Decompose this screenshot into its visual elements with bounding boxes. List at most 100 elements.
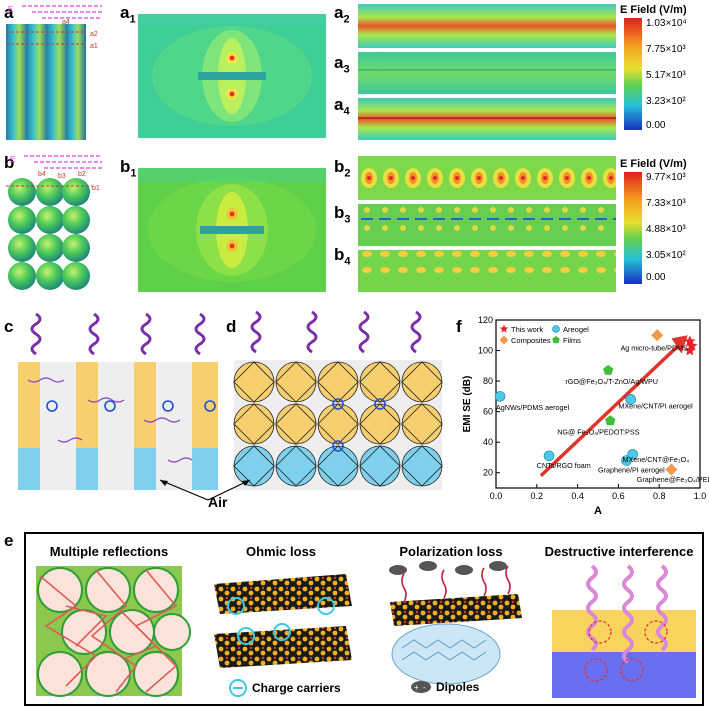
x-tick-label: 0.2 <box>531 491 544 501</box>
panel-label-b: b <box>4 153 15 172</box>
dipole-icon: +- <box>411 681 431 693</box>
colorbar-a-title: E Field (V/m) <box>620 4 687 16</box>
colorbar-b-tick: 3.05×10² <box>646 250 686 261</box>
y-axis-label: EMI SE (dB) <box>462 376 473 433</box>
model-label: b4 <box>38 171 46 178</box>
point-annotation: Ag micro-tube/PDMS <box>620 344 688 353</box>
legend-label: Areogel <box>563 325 589 334</box>
data-point <box>686 340 698 351</box>
y-tick-label: 100 <box>478 346 493 356</box>
model-label: b3 <box>58 173 66 180</box>
x-tick-label: 0.0 <box>490 491 503 501</box>
e-field-label: E <box>8 5 13 14</box>
point-annotation: AgNWs/PDMS aerogel <box>496 403 569 412</box>
x-tick-label: 0.4 <box>571 491 584 501</box>
point-annotation: Graphene/PI aerogel <box>598 466 665 475</box>
data-point <box>651 329 664 342</box>
legend-marker <box>552 336 560 344</box>
data-point <box>684 344 696 356</box>
point-annotation: rGO@Fe₃O₄/T-ZnO/Ag/WPU <box>565 377 658 386</box>
field-map-a1 <box>138 14 326 138</box>
charge-carriers-label: Charge carriers <box>252 681 341 695</box>
point-annotation: MXene/CNT@Fe₃O₄ <box>622 455 689 464</box>
panel-label-a: a <box>4 3 14 22</box>
y-tick-label: 80 <box>483 376 493 386</box>
trend-arrow <box>539 343 681 478</box>
colorbar-a-tick: 3.23×10² <box>646 96 686 107</box>
legend-marker <box>499 335 509 345</box>
colorbar-b-tick: 0.00 <box>646 272 666 283</box>
panel-label-a3: a3 <box>334 53 350 76</box>
colorbar-a <box>624 18 642 130</box>
x-tick-label: 0.8 <box>653 491 666 501</box>
title-polarization-loss: Polarization loss <box>399 544 503 559</box>
panel-label-d: d <box>226 317 237 336</box>
air-pointer-arrows <box>159 479 251 501</box>
panel-label-a2: a2 <box>334 3 350 26</box>
model-label: a4 <box>62 19 70 26</box>
legend-marker <box>552 325 560 333</box>
title-ohmic-loss: Ohmic loss <box>245 544 317 559</box>
panel-label-f: f <box>456 317 462 336</box>
ohmic-loss-diagram <box>214 574 352 668</box>
colorbar-b-title: E Field (V/m) <box>620 158 687 170</box>
svg-text:+: + <box>414 683 419 692</box>
x-tick-label: 1.0 <box>694 491 707 501</box>
mechanism-box <box>24 532 704 706</box>
data-point <box>625 394 636 405</box>
data-point <box>603 364 614 375</box>
x-axis-label: A <box>594 505 602 517</box>
reflection-diagram <box>36 566 191 697</box>
panel-label-e: e <box>4 531 14 550</box>
data-point <box>543 450 555 462</box>
model-label: b1 <box>92 185 100 192</box>
data-point <box>665 463 678 476</box>
model-label: a2 <box>90 31 98 38</box>
panel-label-b1: b1 <box>120 157 137 180</box>
e-field-label: E <box>10 155 15 164</box>
y-tick-label: 120 <box>478 315 493 325</box>
colorbar-b-tick: 4.88×10³ <box>646 224 686 235</box>
panel-label-b4: b4 <box>334 245 351 268</box>
panel-label-a4: a4 <box>334 95 350 118</box>
fiber-model-a: E a4 a2 a1 <box>6 5 102 140</box>
legend-label: Composites <box>511 336 551 345</box>
panel-label-b3: b3 <box>334 203 351 226</box>
y-tick-label: 60 <box>483 407 493 417</box>
panel-label-b2: b2 <box>334 157 351 180</box>
model-label: a1 <box>90 43 98 50</box>
title-multiple-reflections: Multiple reflections <box>49 544 169 559</box>
point-annotation: Graphene@Fe₃O₄/PEI <box>637 475 709 484</box>
title-destructive-interference: Destructive interference <box>544 544 694 559</box>
panel-label-a1: a1 <box>120 3 136 26</box>
colorbar-a-tick: 5.17×10³ <box>646 70 686 81</box>
plot-frame <box>495 319 701 489</box>
field-strips-a <box>358 4 616 140</box>
x-tick-label: 0.6 <box>612 491 625 501</box>
dipoles-label: Dipoles <box>436 680 480 694</box>
field-strips-b <box>358 156 616 292</box>
colorbar-b-tick: 7.33×10³ <box>646 198 686 209</box>
polarization-diagram <box>389 561 522 685</box>
schematic-c <box>18 312 218 490</box>
point-annotation: MXene/CNT/PI aerogel <box>618 402 693 411</box>
trend-arrow-head <box>671 335 688 354</box>
colorbar-a-tick: 0.00 <box>646 120 666 131</box>
schematic-d <box>233 310 443 490</box>
colorbar-b <box>624 172 642 284</box>
svg-text:-: - <box>423 683 426 692</box>
point-annotation: NG@ Fe₃O₄/PEDOT:PSS <box>557 428 639 437</box>
model-label: b2 <box>78 171 86 178</box>
charge-carrier-icon <box>229 679 247 697</box>
sphere-model-b: E b3 b2 b4 b1 <box>6 155 102 290</box>
air-label: Air <box>208 494 228 510</box>
panel-label-c: c <box>4 317 14 336</box>
legend-label: This work <box>511 325 543 334</box>
y-tick-label: 40 <box>483 437 493 447</box>
legend-label: Films <box>563 336 581 345</box>
colorbar-a-tick: 1.03×10⁴ <box>646 18 687 29</box>
data-point <box>494 391 506 402</box>
field-map-b1 <box>138 168 326 292</box>
colorbar-a-tick: 7.75×10³ <box>646 44 686 55</box>
